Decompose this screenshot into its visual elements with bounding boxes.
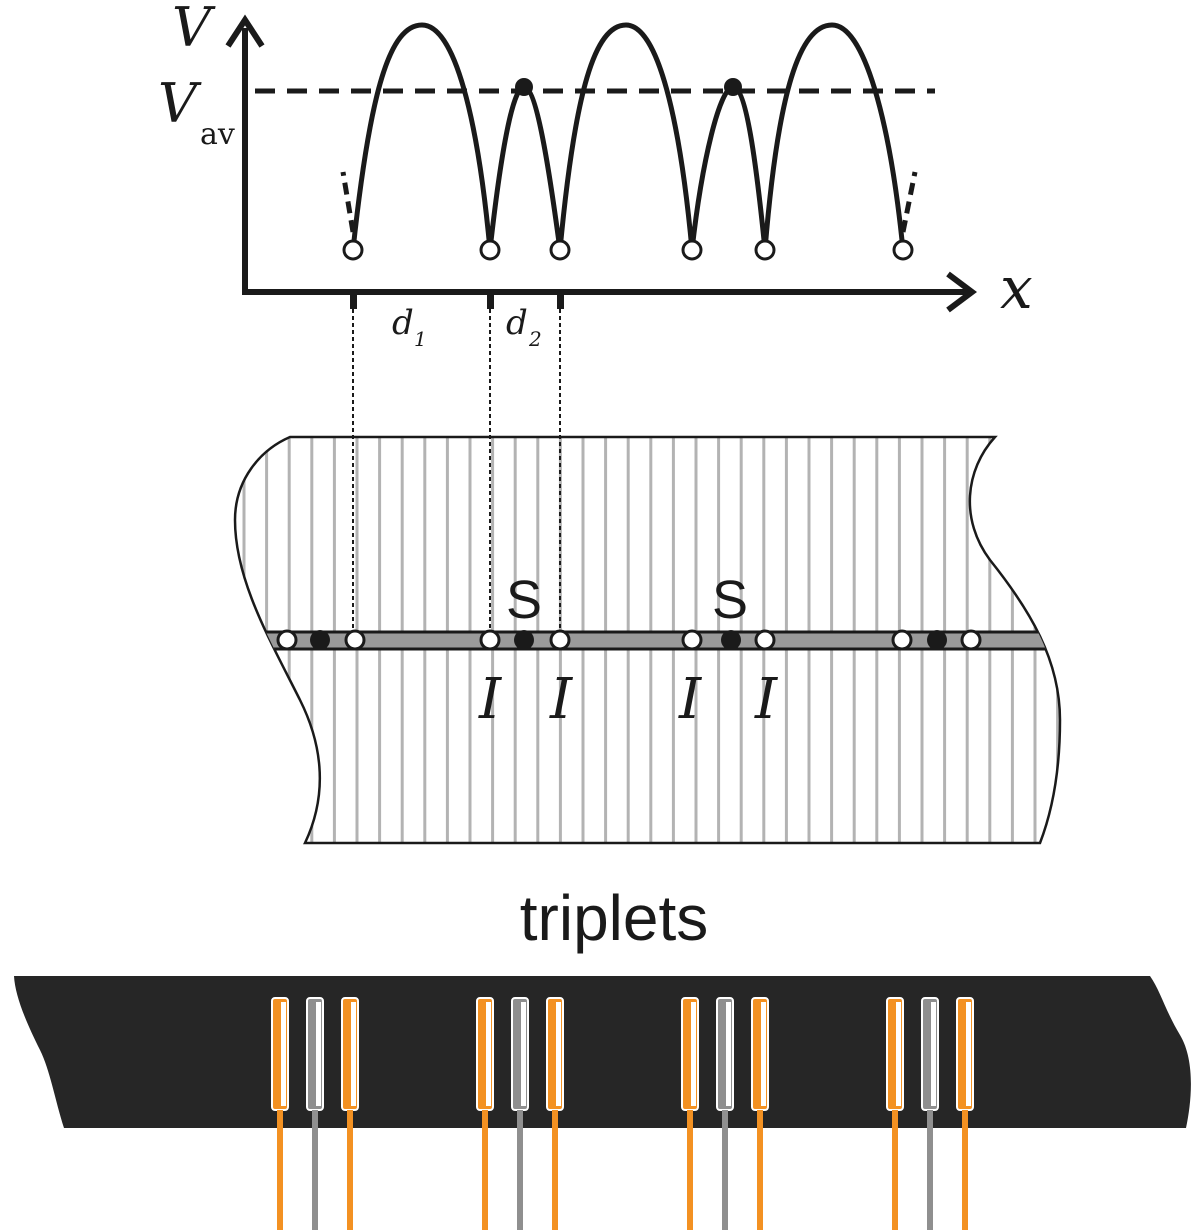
substitutional-atom [514, 630, 534, 650]
dark-bar [14, 976, 1191, 1128]
interstitial-atom [754, 629, 776, 651]
curve-continuation-right [900, 171, 918, 233]
d2-label: d [506, 303, 528, 343]
strip-outline [233, 435, 1062, 845]
interstitial-atom-marker [479, 239, 501, 261]
substitutional-pin [716, 997, 734, 1230]
atom-group [276, 629, 366, 651]
interstitial-pin [476, 997, 494, 1230]
x-axis-tick [487, 295, 494, 309]
interstitial-atom [344, 629, 366, 651]
substitutional-atom-marker [724, 78, 742, 96]
interstitial-label: I [678, 667, 703, 732]
triplet-group [886, 997, 974, 1230]
interstitial-pin [681, 997, 699, 1230]
x-axis-tick [350, 295, 357, 309]
x-axis-label: x [1000, 254, 1033, 322]
interstitial-label: I [549, 667, 574, 732]
interstitial-pin [546, 997, 564, 1230]
interstitial-pin [751, 997, 769, 1230]
triplets-bar [14, 976, 1191, 1230]
interstitial-atom [681, 629, 703, 651]
interstitial-atom [549, 629, 571, 651]
substitutional-label: S [506, 570, 542, 630]
x-axis-arrowhead [946, 271, 977, 313]
interstitial-label: I [478, 667, 503, 732]
interstitial-atom [960, 629, 982, 651]
y-axis-label: V [172, 0, 216, 59]
substitutional-atom [927, 630, 947, 650]
interstitial-pin [956, 997, 974, 1230]
interstitial-atom-marker [342, 239, 364, 261]
interstitial-pin [886, 997, 904, 1230]
substitutional-atom [310, 630, 330, 650]
interstitial-atom-marker [754, 239, 776, 261]
y-axis-arrowhead [225, 14, 265, 48]
substitutional-atom-marker [515, 78, 533, 96]
interstitial-atom-marker [681, 239, 703, 261]
potential-graph: V V av x d 1 d 2 [158, 0, 1033, 351]
atom-group [891, 629, 982, 651]
substitutional-pin [511, 997, 529, 1230]
triplet-group [681, 997, 769, 1230]
potential-curve [350, 22, 906, 251]
interstitial-atom [276, 629, 298, 651]
interstitial-pin [341, 997, 359, 1230]
atom-row-band [235, 630, 1060, 651]
interstitial-label: I [754, 667, 779, 732]
d1-label: d [392, 303, 414, 343]
average-potential-subscript: av [200, 117, 235, 152]
triplet-group [271, 997, 359, 1230]
substitutional-atom [721, 630, 741, 650]
triplet-group [476, 997, 564, 1230]
interstitial-atom [479, 629, 501, 651]
substitutional-pin [921, 997, 939, 1230]
atom-group [479, 629, 571, 651]
atom-group [681, 629, 776, 651]
d1-subscript: 1 [414, 327, 427, 351]
d2-subscript: 2 [528, 327, 542, 351]
average-potential-label: V [158, 72, 202, 135]
interstitial-atom-marker [892, 239, 914, 261]
curve-continuation-left [340, 171, 356, 233]
x-axis-tick [557, 295, 564, 309]
triplets-title: triplets [520, 882, 709, 954]
interstitial-pin [271, 997, 289, 1230]
interstitial-atom [891, 629, 913, 651]
crystal-strip: S S I I I I [233, 309, 1062, 845]
substitutional-pin [306, 997, 324, 1230]
substitutional-label: S [712, 570, 748, 630]
interstitial-atom-marker [549, 239, 571, 261]
